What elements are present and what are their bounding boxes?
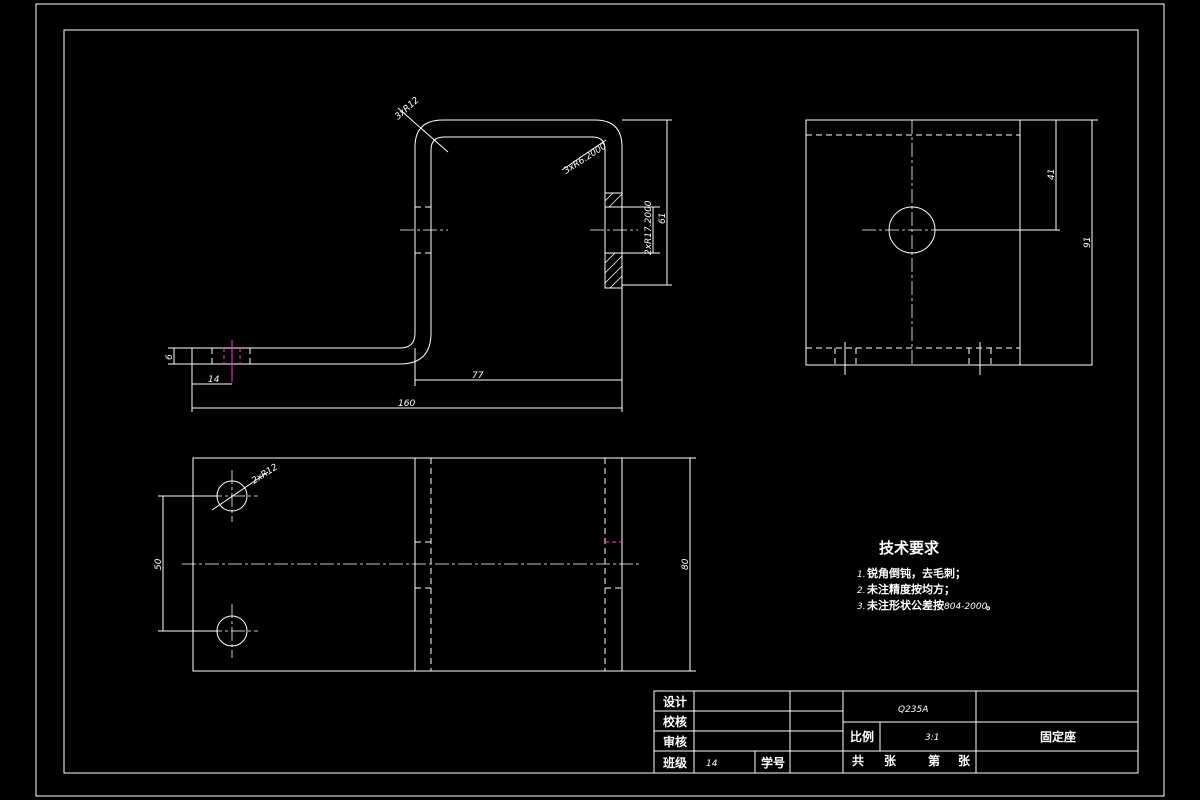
tb-total-label: 共 [852, 753, 864, 768]
tb-scale-label: 比例 [850, 729, 874, 744]
dim-r12-label: 3xR12 [393, 95, 421, 122]
tech-req-item-3-std: 804-2000 [944, 602, 988, 612]
sheet-outer-border [35, 3, 1165, 797]
dim-91-label: 91 [1083, 237, 1093, 248]
tb-check-label: 校核 [663, 714, 687, 729]
dim-r12-leader [397, 107, 449, 153]
tb-class-value: 14 [706, 759, 718, 769]
dim-r6-leader [561, 139, 607, 171]
front-view: 3xR12 3xR6.2000 2xR17.2000 61 6 14 77 16… [165, 95, 672, 412]
front-view-inner-profile [192, 136, 606, 365]
dim-41-label: 41 [1047, 169, 1057, 180]
sheet-inner-border [63, 29, 1139, 774]
dim-r6-label: 3xR6.2000 [562, 141, 609, 176]
title-block: 设计 校核 审核 班级 14 学号 Q235A 比例 3:1 固定座 共 张 第… [653, 690, 1139, 774]
plan-view: 2xR12 50 80 [154, 457, 696, 672]
dim-plan-holes-label: 2xR12 [250, 462, 280, 486]
front-view-hatching [604, 192, 623, 289]
tb-student-id-label: 学号 [761, 755, 785, 770]
dim-plan-holes-leader [211, 471, 269, 511]
dim-61-label: 61 [658, 213, 668, 224]
tb-part-name: 固定座 [1040, 729, 1076, 744]
tb-page-label: 第 [928, 753, 940, 768]
tb-design-label: 设计 [663, 694, 687, 709]
front-view-section-lower [604, 252, 623, 289]
plan-view-outline [192, 457, 623, 672]
tb-class-label: 班级 [663, 755, 687, 770]
tech-req-num-2: 2. [857, 586, 866, 596]
dim-14-label: 14 [208, 375, 220, 385]
tb-review-label: 审核 [663, 734, 687, 749]
front-view-outer-profile [192, 119, 623, 349]
title-block-outline [653, 690, 1139, 774]
dim-160-label: 160 [398, 399, 415, 409]
tech-req-item-1: 锐角倒钝，去毛刺； [867, 566, 966, 580]
tb-material: Q235A [898, 705, 928, 715]
tech-req-item-3: 未注形状公差按 [866, 598, 944, 612]
tech-req-num-3: 3. [857, 602, 866, 612]
tech-requirements: 技术要求 1. 锐角倒钝，去毛刺； 2. 未注精度按均方； 3. 未注形状公差按… [857, 539, 997, 612]
tech-req-item-2: 未注精度按均方； [866, 582, 955, 596]
dim-hole-label: 2xR17.2000 [644, 200, 654, 255]
side-view-outline [805, 119, 1093, 366]
tech-requirements-title: 技术要求 [879, 539, 940, 557]
tb-sheet-unit-1: 张 [884, 753, 897, 768]
tb-sheet-unit-2: 张 [958, 753, 971, 768]
dim-6-label: 6 [165, 354, 175, 360]
front-view-section-upper [604, 192, 623, 208]
dim-80-label: 80 [681, 558, 691, 570]
dim-50-label: 50 [154, 558, 164, 570]
tb-scale-value: 3:1 [925, 733, 939, 743]
tech-req-num-1: 1. [857, 570, 866, 580]
dim-77-label: 77 [472, 371, 484, 381]
tech-req-item-3-end: 。 [986, 599, 997, 612]
side-view: 41 91 [805, 119, 1098, 375]
